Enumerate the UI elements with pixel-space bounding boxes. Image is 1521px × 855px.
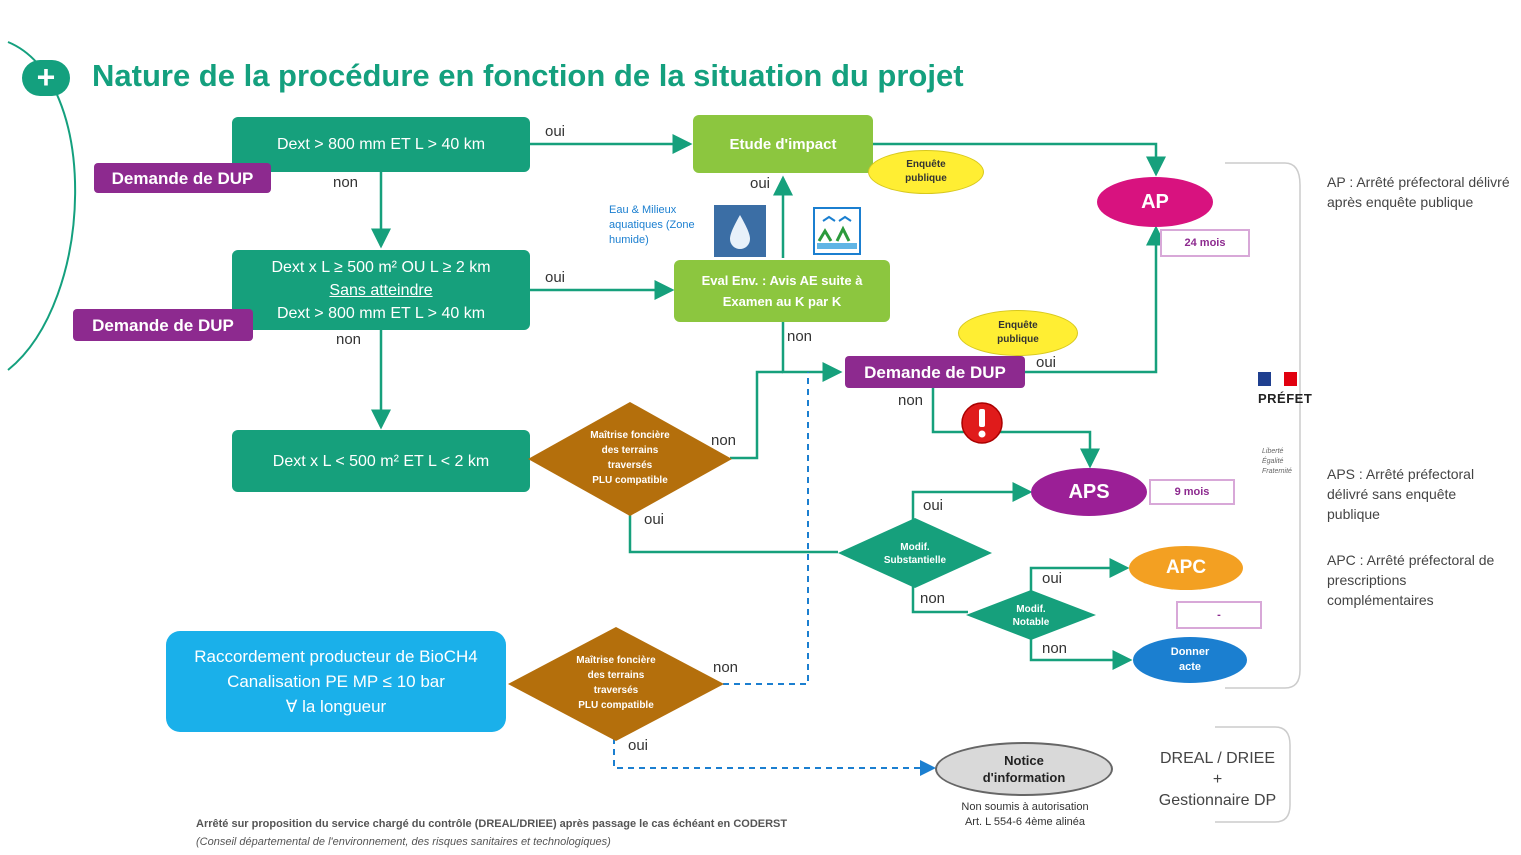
branch-label-oui: oui — [644, 511, 665, 528]
dup-label: Demande de DUP — [864, 362, 1006, 382]
apc-label: APC — [1165, 557, 1207, 578]
branch-label-non: non — [333, 174, 359, 191]
impact-study-box: Etude d'impact — [693, 115, 873, 173]
note-apc: APC : Arrêté préfectoral de prescription… — [1327, 552, 1495, 608]
condition-text: Dext x L < 500 m² ET L < 2 km — [272, 452, 490, 470]
branch-label-non: non — [1042, 640, 1068, 657]
biomethane-connection-box: Raccordement producteur de BioCH4 Canali… — [166, 631, 506, 732]
plus-icon: + — [22, 60, 70, 96]
acknowledge-label: Donner acte — [1170, 646, 1210, 673]
condition-text: Dext x L ≥ 500 m² OU L ≥ 2 km — [271, 258, 491, 276]
condition-text: Sans atteindre — [329, 281, 433, 299]
duration-apc: - — [1176, 601, 1262, 629]
branch-label-oui: oui — [1036, 354, 1057, 371]
branch-label-oui: oui — [750, 175, 771, 192]
public-inquiry-bubble-2: Enquête publique — [958, 310, 1078, 356]
branch-label-oui: oui — [628, 737, 649, 754]
dreal-line: Gestionnaire DP — [1158, 792, 1277, 809]
aps-label: APS — [1068, 480, 1110, 503]
biomethane-text: ∀ la longueur — [285, 697, 387, 716]
french-flag-icon — [1258, 372, 1297, 386]
decision-line: traversés — [594, 685, 639, 696]
footer-line-2: (Conseil départemental de l'environnemen… — [196, 836, 611, 848]
decision-line: traversés — [608, 460, 653, 471]
decision-line: des terrains — [588, 670, 645, 681]
dreal-note: DREAL / DRIEE + Gestionnaire DP — [1150, 748, 1285, 811]
branch-label-non: non — [711, 432, 737, 449]
ap-label: AP — [1141, 190, 1169, 213]
decision-line: Notable — [1013, 617, 1050, 628]
decision-line: Substantielle — [884, 555, 947, 566]
aps-outcome: APS — [1031, 468, 1147, 516]
duration-ap: 24 mois — [1160, 229, 1250, 257]
environmental-evaluation-box: Eval Env. : Avis AE suite à Examen au K … — [674, 260, 890, 322]
notice-subtitle: Non soumis à autorisation Art. L 554-6 4… — [930, 800, 1120, 830]
condition-medium-pipeline: Dext x L ≥ 500 m² OU L ≥ 2 km Sans attei… — [232, 250, 530, 330]
branch-label-oui: oui — [923, 497, 944, 514]
information-notice-outcome: Notice d'information — [935, 742, 1113, 796]
notable-change-decision: Modif. Notable — [966, 590, 1096, 640]
decision-line: Maîtrise foncière — [590, 430, 670, 441]
evaluation-text: Eval Env. : Avis AE suite à — [701, 273, 863, 288]
dreal-line: + — [1212, 771, 1223, 788]
branch-label-non: non — [336, 331, 362, 348]
decision-line: Modif. — [900, 542, 930, 553]
branch-label-non: non — [898, 392, 924, 409]
public-inquiry-label: Enquête publique — [905, 159, 947, 184]
condition-large-pipeline: Dext > 800 mm ET L > 40 km — [232, 117, 530, 172]
branch-label-oui: oui — [545, 123, 566, 140]
public-inquiry-label: Enquête publique — [997, 320, 1039, 345]
condition-text: Dext > 800 mm ET L > 40 km — [276, 136, 486, 153]
dup-badge-1: Demande de DUP — [94, 163, 271, 193]
notice-subtitle-line: Non soumis à autorisation — [961, 801, 1089, 813]
note-ap: AP : Arrêté préfectoral délivré après en… — [1327, 174, 1510, 210]
wetland-icon — [813, 207, 861, 255]
acknowledge-outcome: Donner acte — [1133, 637, 1247, 683]
impact-study-label: Etude d'impact — [729, 135, 837, 153]
public-inquiry-bubble-1: Enquête publique — [868, 150, 984, 194]
decision-line: Maîtrise foncière — [576, 655, 656, 666]
water-drop-icon — [714, 205, 766, 257]
notice-label: Notice d'information — [982, 753, 1066, 785]
decision-line: PLU compatible — [578, 700, 654, 711]
land-control-decision-1: Maîtrise foncière des terrains traversés… — [528, 402, 732, 516]
branch-label-non: non — [713, 659, 739, 676]
notice-subtitle-line: Art. L 554-6 4ème alinéa — [964, 816, 1086, 828]
prefet-logo: PRÉFET — [1258, 372, 1320, 406]
branch-label-non: non — [920, 590, 946, 607]
dup-label: Demande de DUP — [92, 315, 234, 335]
prefet-label: PRÉFET — [1258, 391, 1313, 406]
biomethane-text: Raccordement producteur de BioCH4 — [194, 647, 478, 666]
decision-line: Modif. — [1016, 604, 1046, 615]
page-title: Nature de la procédure en fonction de la… — [92, 58, 964, 93]
warning-icon — [961, 402, 1003, 444]
land-control-decision-2: Maîtrise foncière des terrains traversés… — [508, 627, 724, 741]
evaluation-text: Examen au K par K — [722, 294, 842, 309]
dup-label: Demande de DUP — [111, 168, 254, 188]
duration-aps: 9 mois — [1149, 479, 1235, 505]
condition-small-pipeline: Dext x L < 500 m² ET L < 2 km — [232, 430, 530, 492]
condition-text: Dext > 800 mm ET L > 40 km — [276, 304, 486, 322]
dup-badge-2: Demande de DUP — [73, 309, 253, 341]
branch-label-oui: oui — [1042, 570, 1063, 587]
apc-outcome: APC — [1129, 546, 1243, 590]
branch-label-oui: oui — [545, 269, 566, 286]
prefet-motto: Liberté Égalité Fraternité — [1262, 448, 1292, 475]
note-aps: APS : Arrêté préfectoral délivré sans en… — [1327, 466, 1475, 522]
decision-line: des terrains — [602, 445, 659, 456]
footer-line-1: Arrêté sur proposition du service chargé… — [196, 818, 788, 830]
ap-outcome: AP — [1097, 177, 1213, 227]
dup-badge-3: Demande de DUP — [845, 356, 1025, 388]
decision-line: PLU compatible — [592, 475, 668, 486]
biomethane-text: Canalisation PE MP ≤ 10 bar — [227, 672, 445, 691]
substantial-change-decision: Modif. Substantielle — [838, 518, 992, 588]
dreal-line: DREAL / DRIEE — [1160, 750, 1275, 767]
branch-label-non: non — [787, 328, 813, 345]
water-environment-note: Eau & Milieux aquatiques (Zone humide) — [609, 204, 695, 246]
